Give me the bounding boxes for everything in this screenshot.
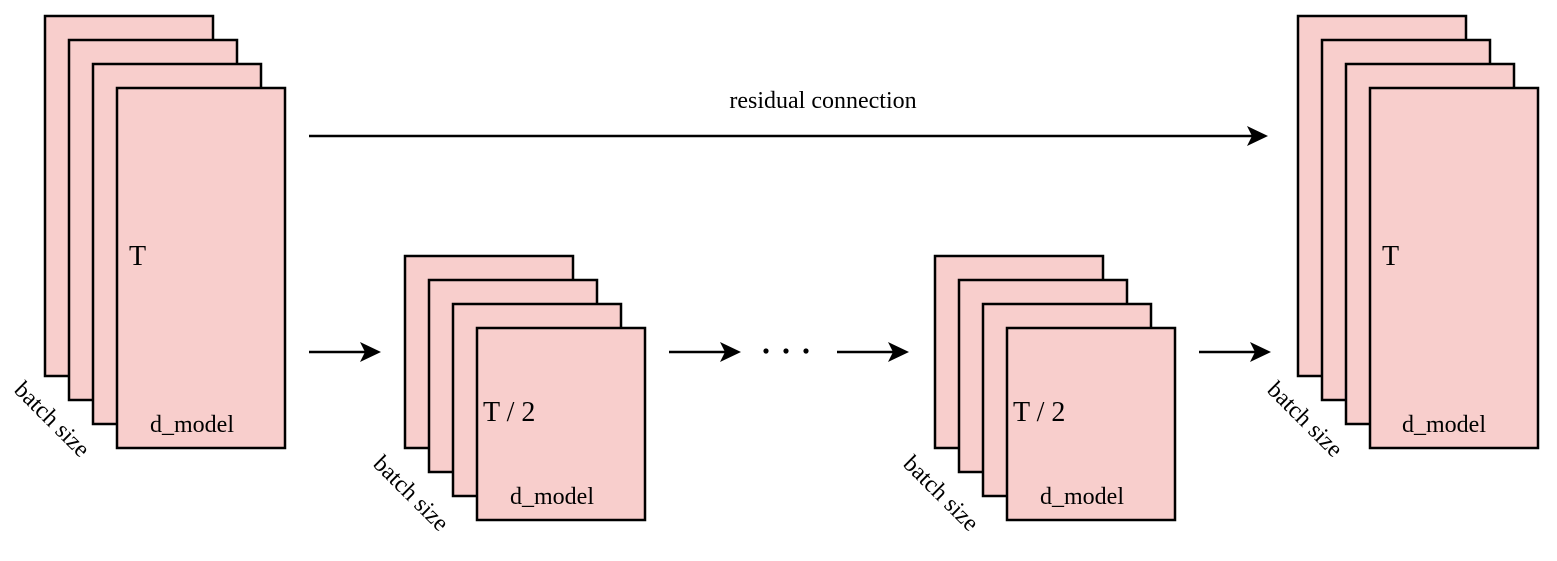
arrow-head-icon: [1250, 342, 1271, 362]
ellipsis-icon: [763, 348, 809, 354]
downsampled-tensor-stack-2: T / 2 d_model batch size: [898, 254, 1177, 537]
input-tensor-stack: T d_model batch size: [9, 14, 287, 463]
residual-connection-label: residual connection: [729, 88, 916, 114]
flow-arrow-input-to-stack2: [309, 342, 381, 362]
arrow-head-icon: [1247, 126, 1268, 146]
arrow-head-icon: [888, 342, 909, 362]
output-tensor-stack: T d_model batch size: [1262, 14, 1540, 463]
sequence-length-label: T: [129, 241, 146, 272]
sequence-length-label: T / 2: [1013, 397, 1065, 428]
d-model-label: d_model: [1040, 484, 1124, 510]
downsampled-tensor-stack-1: T / 2 d_model batch size: [368, 254, 647, 537]
d-model-label: d_model: [1402, 412, 1486, 438]
flow-arrow-stack3-to-output: [1199, 342, 1271, 362]
d-model-label: d_model: [150, 412, 234, 438]
sequence-length-label: T: [1382, 241, 1399, 272]
tensor-sheet: [475, 326, 647, 522]
flow-arrow-ellipsis-to-stack3: [837, 342, 909, 362]
tensor-sheet: [1005, 326, 1177, 522]
arrow-head-icon: [360, 342, 381, 362]
residual-connection-arrow: [309, 126, 1268, 146]
tensor-sheet: [115, 86, 287, 450]
tensor-sheet: [1368, 86, 1540, 450]
flow-arrow-stack2-to-ellipsis: [669, 342, 741, 362]
arrow-head-icon: [720, 342, 741, 362]
d-model-label: d_model: [510, 484, 594, 510]
sequence-length-label: T / 2: [483, 397, 535, 428]
